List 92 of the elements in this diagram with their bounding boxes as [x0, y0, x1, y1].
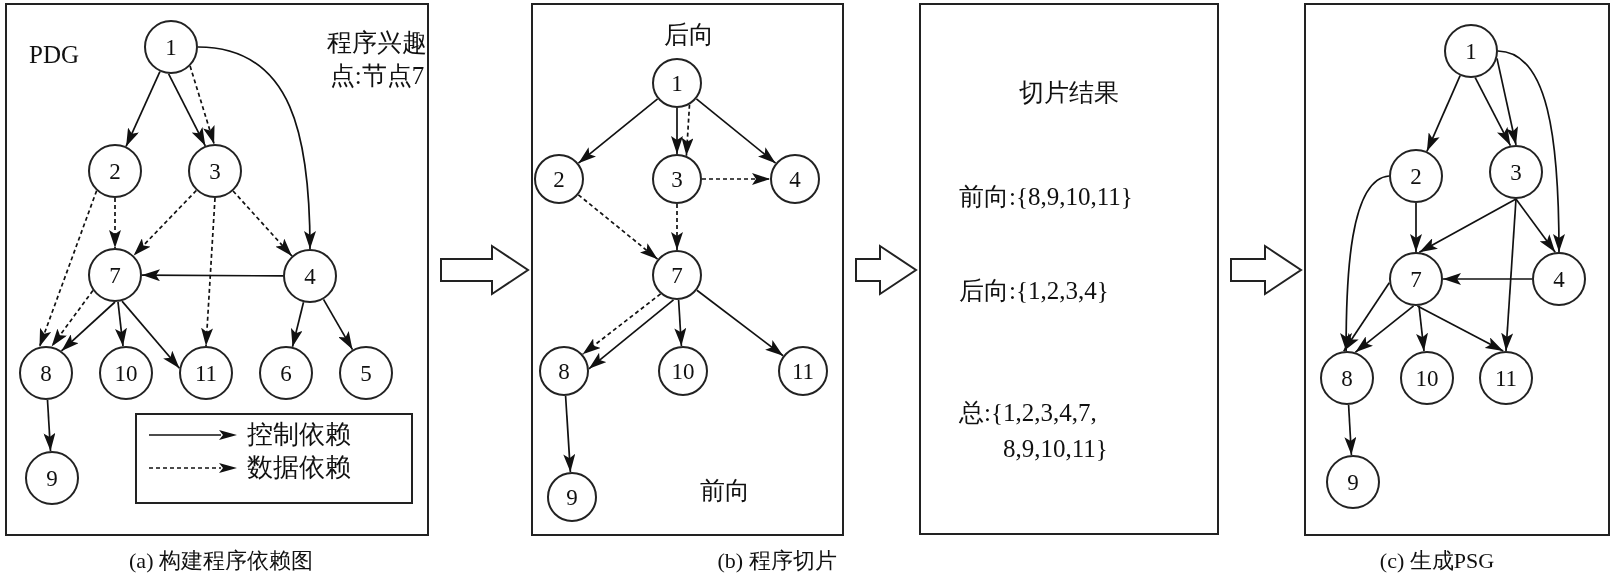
node-circle: 9 — [1326, 455, 1380, 509]
node-circle: 7 — [1389, 252, 1443, 306]
arrow — [577, 193, 659, 261]
node-circle: 8 — [19, 346, 73, 400]
arrow — [681, 103, 694, 157]
node-circle: 2 — [88, 144, 142, 198]
node-label: (a) 构建程序依赖图 — [129, 547, 313, 575]
node-circle: 10 — [658, 346, 708, 396]
arrow — [1442, 273, 1533, 285]
arrow — [696, 289, 784, 357]
panel-label: 后向:{1,2,3,4} — [959, 276, 1109, 306]
panel-box — [1304, 3, 1610, 536]
arrow — [60, 301, 116, 352]
arrow — [671, 107, 683, 155]
node-circle: 1 — [652, 58, 702, 108]
arrow — [1416, 305, 1505, 352]
arrow — [1418, 198, 1517, 254]
arrow — [577, 97, 659, 165]
arrow — [1496, 57, 1518, 146]
arrow — [43, 399, 56, 452]
arrow — [1340, 175, 1390, 352]
panel-label: 程序兴趣点:节点7 — [326, 28, 428, 91]
panel-box — [5, 3, 429, 536]
arrow — [1515, 198, 1557, 254]
arrow — [581, 293, 662, 356]
arrow — [1342, 281, 1391, 353]
node-circle: 4 — [283, 249, 337, 303]
arrow — [38, 189, 98, 348]
arrow — [125, 70, 161, 148]
arrow — [671, 203, 683, 251]
caption: (b) 程序切片 — [717, 547, 837, 575]
node-circle: 6 — [259, 346, 313, 400]
legend-label: 控制依赖 — [247, 419, 351, 451]
arrow — [232, 190, 293, 257]
arrow — [701, 173, 771, 185]
node-circle: 11 — [1479, 351, 1533, 405]
arrow — [109, 197, 121, 249]
arrow — [1426, 74, 1461, 153]
arrow — [1354, 305, 1415, 354]
arrow — [132, 189, 198, 257]
arrow — [189, 65, 215, 145]
block-arrow — [440, 244, 530, 296]
node-circle: 3 — [188, 144, 242, 198]
node-circle: 8 — [1320, 351, 1374, 405]
panel-label: 前向 — [699, 476, 751, 506]
arrow — [563, 395, 576, 473]
arrow — [167, 73, 207, 147]
node-circle: 7 — [88, 248, 142, 302]
node-circle: 4 — [770, 154, 820, 204]
node-circle: 7 — [652, 250, 702, 300]
node-circle: 3 — [652, 154, 702, 204]
node-circle: 1 — [1444, 24, 1498, 78]
panel-box — [531, 3, 844, 536]
arrow — [1344, 404, 1357, 456]
arrow — [674, 299, 687, 347]
arrow — [1474, 76, 1512, 147]
arrow — [322, 298, 354, 351]
panel-label: 前向:{8,9,10,11} — [959, 182, 1133, 212]
arrow — [197, 46, 316, 250]
arrow — [695, 97, 777, 165]
block-arrow — [1230, 244, 1303, 296]
panel-label: PDG — [29, 40, 79, 70]
arrow — [588, 298, 675, 370]
arrow — [115, 300, 127, 348]
node-circle: 2 — [1389, 149, 1443, 203]
legend-label: 数据依赖 — [247, 452, 351, 484]
node-circle: 2 — [534, 154, 584, 204]
panel-label: 后向 — [663, 20, 715, 50]
node-circle: 3 — [1489, 145, 1543, 199]
arrow — [1497, 50, 1565, 253]
node-circle: 9 — [547, 472, 597, 522]
panel-label: 总:{1,2,3,4,7, 8,9,10,11} — [959, 398, 1109, 465]
node-circle: 9 — [25, 451, 79, 505]
arrow — [291, 301, 305, 348]
panel-heading: 切片结果 — [1019, 78, 1119, 108]
node-circle: 11 — [778, 346, 828, 396]
arrow — [50, 289, 94, 348]
arrow — [1501, 198, 1517, 352]
arrow — [121, 300, 181, 370]
node-circle: 11 — [179, 346, 233, 400]
block-arrow — [855, 244, 918, 296]
node-circle: 1 — [144, 20, 198, 74]
node-label: (c) 生成PSG — [1379, 547, 1495, 575]
panel-box — [919, 3, 1219, 535]
node-circle: 4 — [1532, 252, 1586, 306]
arrow — [141, 269, 284, 282]
node-circle: 8 — [539, 346, 589, 396]
node-circle: 10 — [1400, 351, 1454, 405]
node-circle: 5 — [339, 346, 393, 400]
arrow — [1410, 202, 1422, 253]
node-circle: 10 — [99, 346, 153, 400]
arrow — [201, 197, 216, 347]
